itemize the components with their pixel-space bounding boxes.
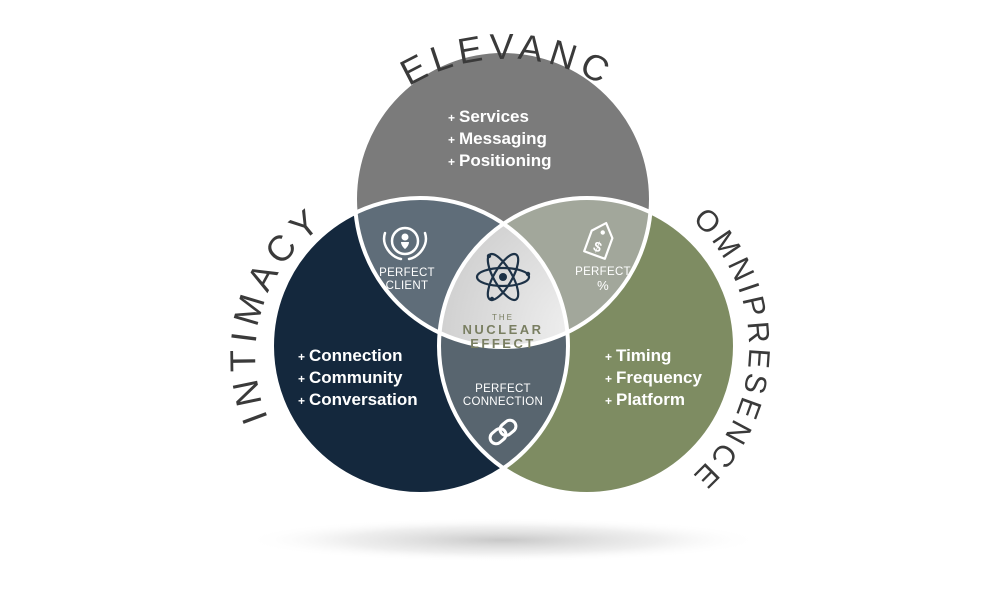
omnipresence-item: Platform xyxy=(616,390,685,409)
intimacy-list: + Connection + Community + Conversation xyxy=(298,346,418,409)
intimacy-item: Community xyxy=(309,368,403,387)
center-label-line1: THE xyxy=(492,313,514,322)
bullet-marker: + xyxy=(448,111,455,125)
relevancy-list: + Services + Messaging + Positioning xyxy=(448,107,552,170)
bullet-marker: + xyxy=(298,394,305,408)
bullet-marker: + xyxy=(448,133,455,147)
bullet-marker: + xyxy=(605,350,612,364)
client-label-line2: CLIENT xyxy=(386,280,429,292)
omnipresence-outline xyxy=(437,196,737,496)
relevancy-outline xyxy=(353,49,653,349)
connection-label-line2: CONNECTION xyxy=(463,396,543,408)
relevancy-item: Services xyxy=(459,107,529,126)
bullet-marker: + xyxy=(448,155,455,169)
omnipresence-item: Timing xyxy=(616,346,671,365)
bullet-marker: + xyxy=(605,372,612,386)
center-label-line3: EFFECT xyxy=(470,336,536,351)
relevancy-item: Positioning xyxy=(459,151,552,170)
price-label-line1: PERFECT xyxy=(575,266,631,278)
bullet-marker: + xyxy=(298,350,305,364)
omnipresence-item: Frequency xyxy=(616,368,703,387)
chain-link-icon xyxy=(488,418,518,446)
center-label-line2: NUCLEAR xyxy=(462,322,543,337)
intimacy-outline xyxy=(270,196,570,496)
relevancy-item: Messaging xyxy=(459,129,547,148)
client-label-line1: PERFECT xyxy=(379,267,435,279)
bullet-marker: + xyxy=(298,372,305,386)
intimacy-item: Connection xyxy=(309,346,403,365)
center-overlap xyxy=(439,198,568,347)
atom-icon xyxy=(475,252,531,302)
omnipresence-list: + Timing + Frequency + Platform xyxy=(605,346,703,409)
price-label-line2: % xyxy=(597,278,609,293)
handshake-heart-icon xyxy=(382,226,428,261)
intimacy-item: Conversation xyxy=(309,390,418,409)
connection-label-line1: PERFECT xyxy=(475,383,531,395)
floor-shadow xyxy=(243,518,763,562)
bullet-marker: + xyxy=(605,394,612,408)
